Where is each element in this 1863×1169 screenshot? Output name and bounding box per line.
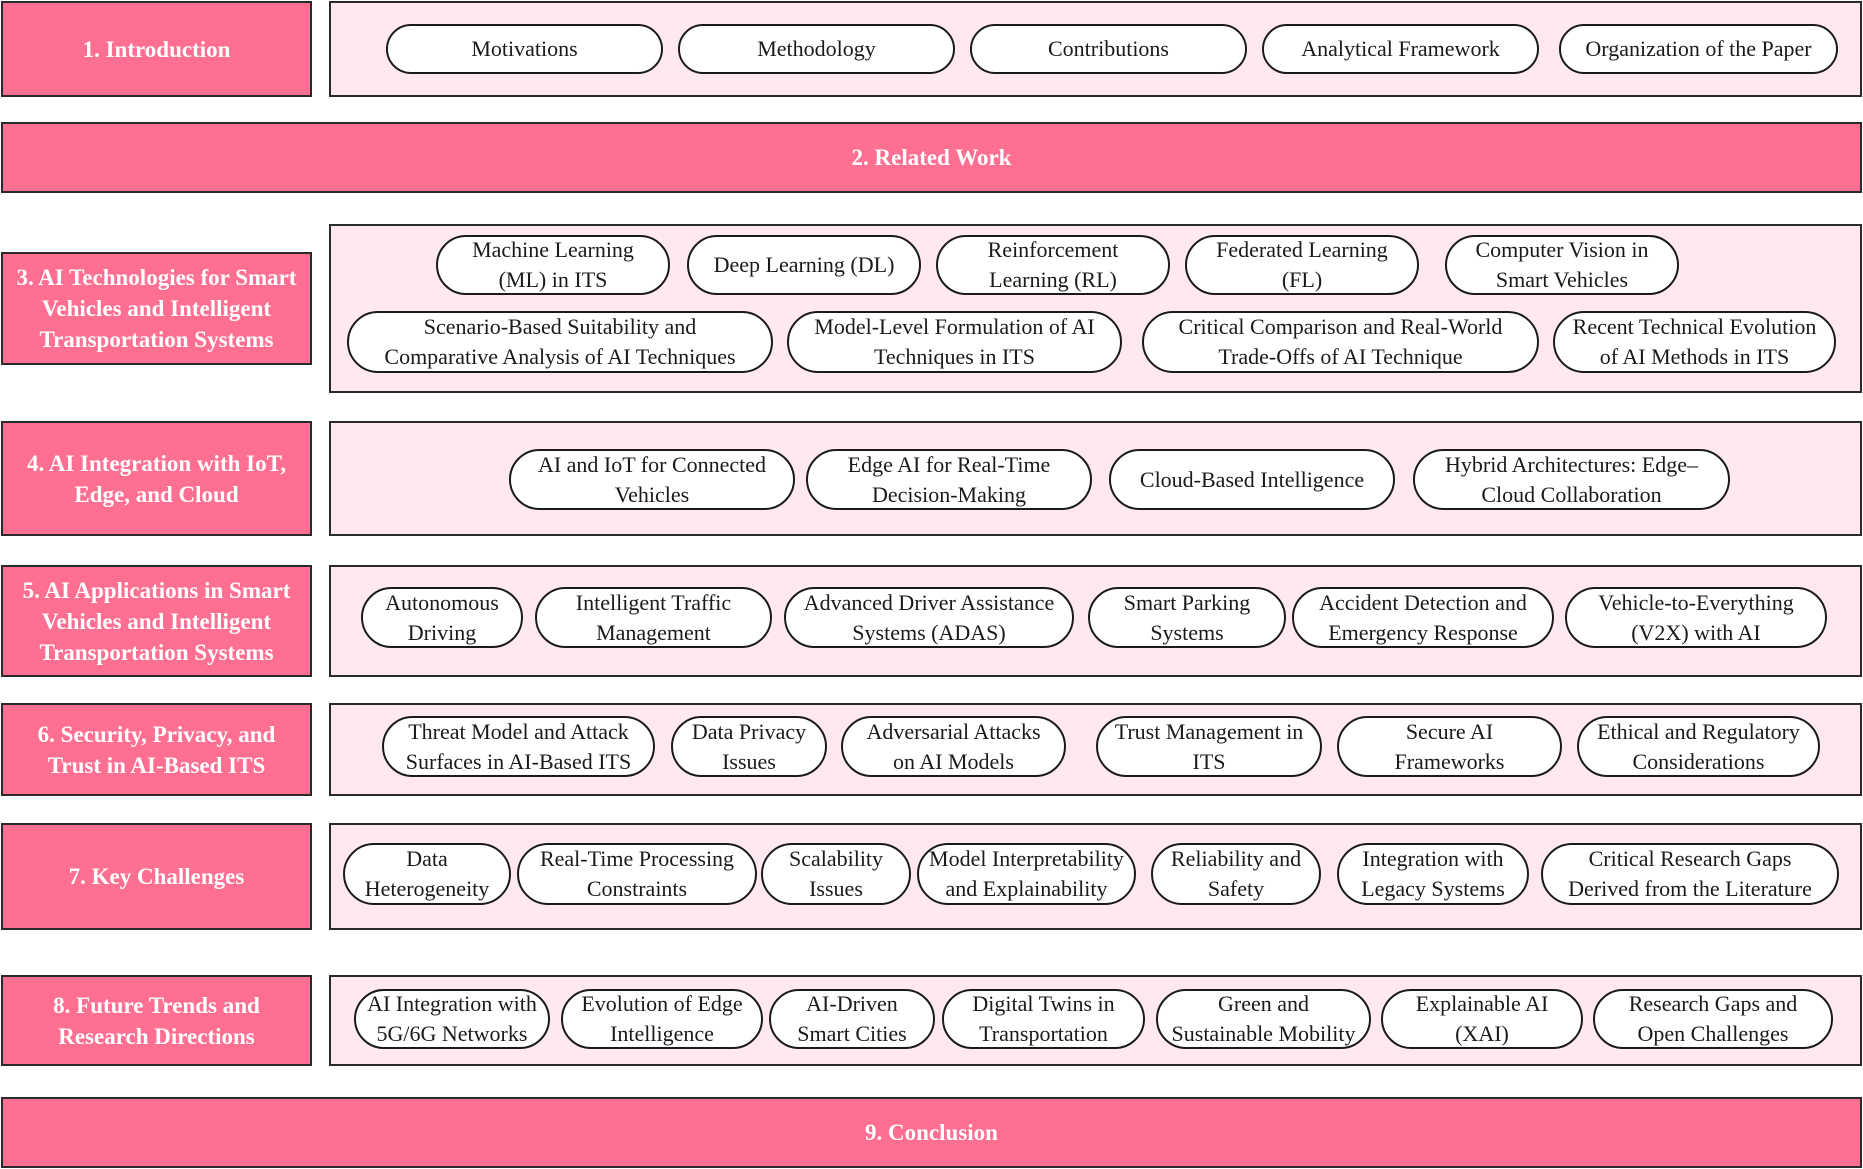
topic-chip: Secure AI Frameworks <box>1337 716 1562 777</box>
topic-chip: AI-Driven Smart Cities <box>769 989 935 1049</box>
section-8-header: 8. Future Trends and Research Directions <box>1 975 312 1066</box>
topic-chip: Adversarial Attacks on AI Models <box>841 716 1066 777</box>
topic-chip: Motivations <box>386 24 663 74</box>
topic-chip: AI and IoT for Connected Vehicles <box>509 449 795 510</box>
topic-chip: Analytical Framework <box>1262 24 1539 74</box>
topic-chip: AI Integration with 5G/6G Networks <box>354 989 550 1049</box>
topic-chip: Digital Twins in Transportation <box>942 989 1145 1049</box>
topic-chip: Federated Learning (FL) <box>1185 235 1419 295</box>
topic-chip: Threat Model and Attack Surfaces in AI-B… <box>382 716 655 777</box>
topic-chip: Organization of the Paper <box>1559 24 1838 74</box>
topic-chip: Deep Learning (DL) <box>687 235 921 295</box>
topic-chip: Explainable AI (XAI) <box>1381 989 1583 1049</box>
topic-chip: Accident Detection and Emergency Respons… <box>1292 587 1554 648</box>
topic-chip: Real-Time Processing Constraints <box>517 843 757 905</box>
section-2-header: 2. Related Work <box>1 122 1862 193</box>
topic-chip: Ethical and Regulatory Considerations <box>1577 716 1820 777</box>
topic-chip: Computer Vision in Smart Vehicles <box>1445 235 1679 295</box>
topic-chip: Edge AI for Real-Time Decision-Making <box>806 449 1092 510</box>
section-1-header: 1. Introduction <box>1 1 312 97</box>
topic-chip: Model Interpretability and Explainabilit… <box>917 843 1136 905</box>
section-9-header: 9. Conclusion <box>1 1097 1862 1168</box>
section-4-header: 4. AI Integration with IoT, Edge, and Cl… <box>1 421 312 536</box>
topic-chip: Vehicle-to-Everything (V2X) with AI <box>1565 587 1827 648</box>
topic-chip: Reliability and Safety <box>1151 843 1321 905</box>
topic-chip: Scenario-Based Suitability and Comparati… <box>347 311 773 373</box>
topic-chip: Green and Sustainable Mobility <box>1156 989 1371 1049</box>
topic-chip: Cloud-Based Intelligence <box>1109 449 1395 510</box>
topic-chip: Model-Level Formulation of AI Techniques… <box>787 311 1122 373</box>
topic-chip: Smart Parking Systems <box>1088 587 1286 648</box>
topic-chip: Methodology <box>678 24 955 74</box>
section-7-header: 7. Key Challenges <box>1 823 312 930</box>
topic-chip: Data Heterogeneity <box>343 843 511 905</box>
topic-chip: Machine Learning (ML) in ITS <box>436 235 670 295</box>
topic-chip: Contributions <box>970 24 1247 74</box>
topic-chip: Intelligent Traffic Management <box>535 587 772 648</box>
topic-chip: Trust Management in ITS <box>1096 716 1322 777</box>
topic-chip: Scalability Issues <box>761 843 911 905</box>
topic-chip: Autonomous Driving <box>361 587 523 648</box>
topic-chip: Data Privacy Issues <box>671 716 827 777</box>
topic-chip: Hybrid Architectures: Edge– Cloud Collab… <box>1413 449 1730 510</box>
section-6-header: 6. Security, Privacy, and Trust in AI-Ba… <box>1 703 312 796</box>
topic-chip: Integration with Legacy Systems <box>1337 843 1529 905</box>
topic-chip: Recent Technical Evolution of AI Methods… <box>1553 311 1836 373</box>
topic-chip: Advanced Driver Assistance Systems (ADAS… <box>784 587 1074 648</box>
section-5-header: 5. AI Applications in Smart Vehicles and… <box>1 565 312 677</box>
topic-chip: Reinforcement Learning (RL) <box>936 235 1170 295</box>
topic-chip: Critical Comparison and Real-World Trade… <box>1142 311 1539 373</box>
topic-chip: Critical Research Gaps Derived from the … <box>1541 843 1839 905</box>
section-3-header: 3. AI Technologies for Smart Vehicles an… <box>1 252 312 365</box>
topic-chip: Evolution of Edge Intelligence <box>561 989 763 1049</box>
topic-chip: Research Gaps and Open Challenges <box>1593 989 1833 1049</box>
